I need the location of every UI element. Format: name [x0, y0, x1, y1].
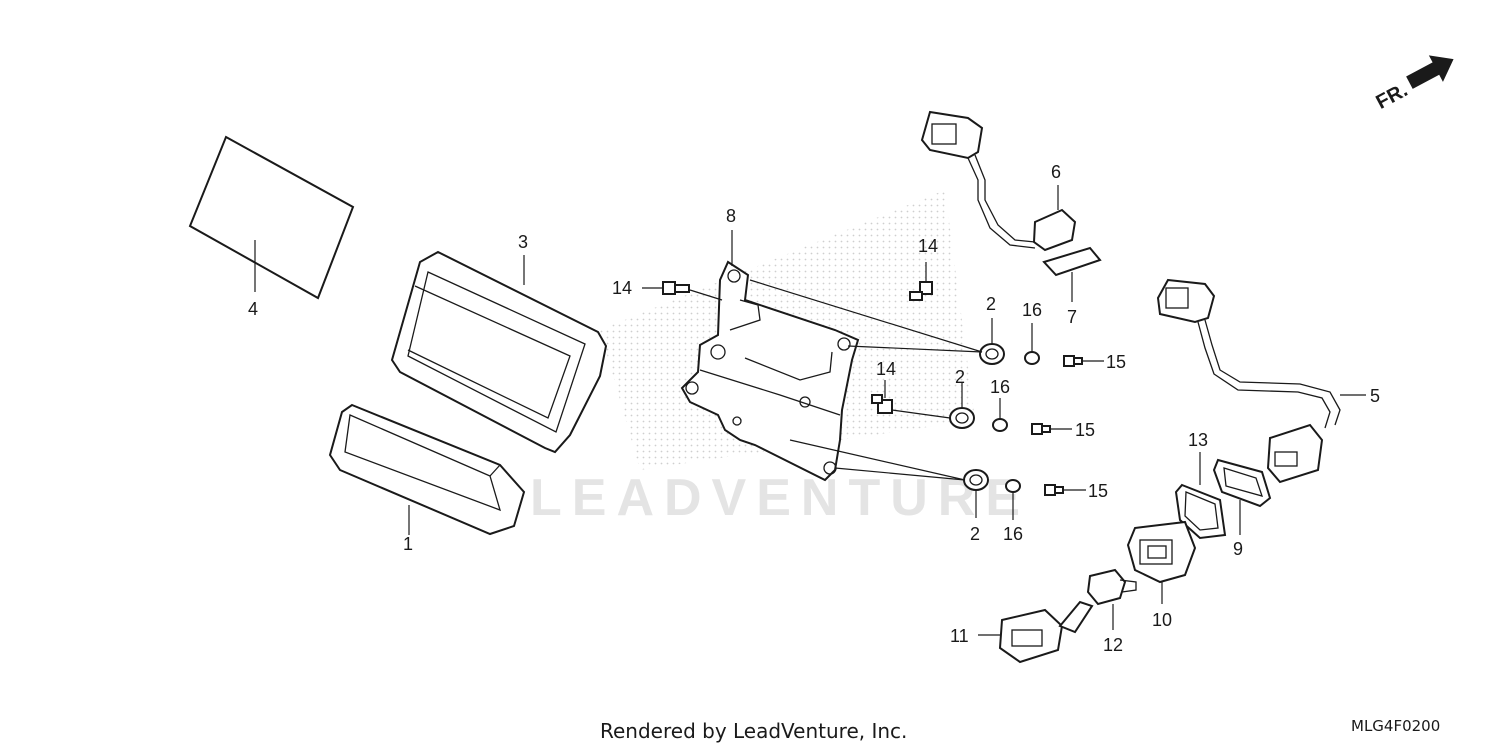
callout-1: 1 [403, 534, 413, 554]
callout-12: 12 [1103, 635, 1123, 655]
callout-15-bottom: 15 [1088, 481, 1108, 501]
footer-diagram-code: MLG4F0200 [1351, 717, 1441, 735]
part-2-grommet-middle[interactable] [949, 407, 975, 429]
callout-10: 10 [1152, 610, 1172, 630]
part-5-sub-harness[interactable] [1156, 278, 1341, 484]
part-2-grommet-bottom[interactable] [963, 469, 989, 491]
part-16-washer-middle[interactable] [992, 418, 1008, 432]
watermark-text: LEADVENTURE [530, 469, 1030, 527]
callout-13: 13 [1188, 430, 1208, 450]
part-11-plug[interactable] [998, 600, 1094, 664]
callout-9: 9 [1233, 539, 1243, 559]
orientation-label: FR. [1373, 79, 1412, 114]
callout-7: 7 [1067, 307, 1077, 327]
callout-6: 6 [1051, 162, 1061, 182]
callout-15-top: 15 [1106, 352, 1126, 372]
part-10-socket[interactable] [1126, 520, 1197, 584]
part-3-meter-visor[interactable] [390, 250, 608, 454]
footer-rendered-by: Rendered by LeadVenture, Inc. [600, 719, 908, 743]
part-8-bracket[interactable] [680, 260, 860, 482]
part-14-bolt-left[interactable] [662, 281, 690, 295]
arrow-icon [1406, 55, 1454, 89]
callout-2-bottom: 2 [970, 524, 980, 544]
part-14-bolt-top[interactable] [909, 281, 933, 301]
callout-16-top: 16 [1022, 300, 1042, 320]
callout-4: 4 [248, 299, 258, 319]
callout-16-bottom: 16 [1003, 524, 1023, 544]
part-15-screw-bottom[interactable] [1044, 484, 1064, 496]
part-1-meter-assembly[interactable] [328, 403, 526, 536]
part-12-cap[interactable] [1086, 568, 1137, 606]
callout-5: 5 [1370, 386, 1380, 406]
part-16-washer-bottom[interactable] [1005, 479, 1021, 493]
callout-15-middle: 15 [1075, 420, 1095, 440]
callout-14-left: 14 [612, 278, 632, 298]
part-6-sub-harness[interactable] [920, 110, 1077, 252]
alignment-lines [749, 279, 983, 481]
part-9-seal[interactable] [1212, 458, 1272, 508]
part-4-protective-film[interactable] [188, 135, 355, 300]
callout-14-top: 14 [918, 236, 938, 256]
callout-11: 11 [950, 626, 969, 646]
part-7-pad[interactable] [1042, 246, 1102, 277]
part-15-screw-top[interactable] [1063, 355, 1083, 367]
part-16-washer-top[interactable] [1024, 351, 1040, 365]
callout-14-middle: 14 [876, 359, 896, 379]
part-14-bolt-middle[interactable] [871, 394, 893, 414]
callout-8: 8 [726, 206, 736, 226]
callout-2-middle: 2 [955, 367, 965, 387]
callout-2-top: 2 [986, 294, 996, 314]
callout-16-middle: 16 [990, 377, 1010, 397]
part-13-seal[interactable] [1174, 483, 1227, 540]
callout-3: 3 [518, 232, 528, 252]
orientation-indicator: FR. [1373, 55, 1454, 114]
part-2-grommet-top[interactable] [979, 343, 1005, 365]
part-15-screw-middle[interactable] [1031, 423, 1051, 435]
